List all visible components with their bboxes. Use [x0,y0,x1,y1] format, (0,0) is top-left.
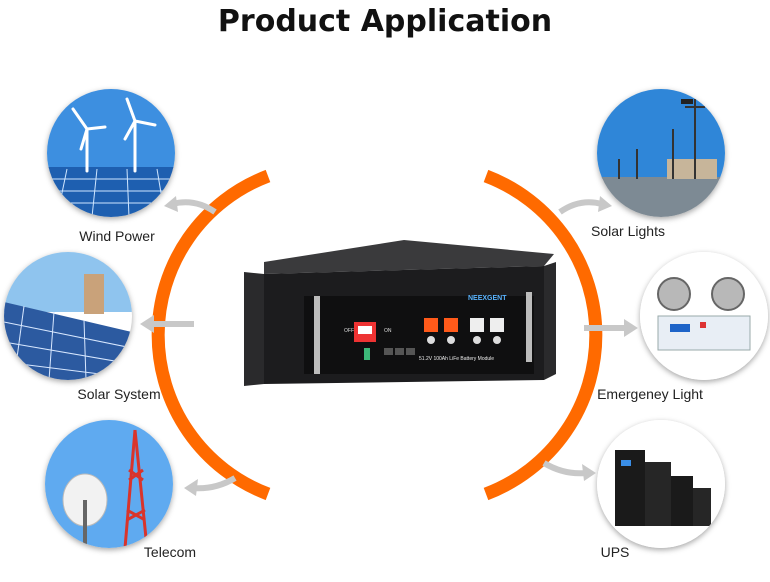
telecom-image [45,420,173,548]
page-title: Product Application [217,4,553,39]
arrow-to-emergency-light [584,319,638,337]
wind-power-image [47,89,175,217]
arrow-to-ups [542,460,596,481]
ups-label: UPS [600,544,630,560]
battery-module-image: NEEXGENT OFF ON 51.2V 100Ah LiFe Battery… [244,240,556,386]
arrow-to-telecom [184,475,237,496]
solar-system-label: Solar System [77,386,161,402]
emergency-light-label: Emergeney Light [597,386,703,402]
arrow-to-solar-system [140,315,194,333]
battery-brand: NEEXGENT [468,295,507,302]
ups-image [597,420,725,548]
solar-lights-image [597,89,725,217]
switch-off-label: OFF [344,328,354,334]
wind-power-label: Wind Power [79,228,155,244]
battery-model: 51.2V 100Ah LiFe Battery Module [419,356,494,362]
arrow-to-solar-lights [558,196,612,215]
arrow-to-wind-power [164,196,217,215]
emergency-light-image [640,252,768,380]
switch-on-label: ON [384,328,392,334]
solar-lights-label: Solar Lights [591,223,665,239]
telecom-label: Telecom [143,544,197,560]
solar-system-image [4,252,132,380]
